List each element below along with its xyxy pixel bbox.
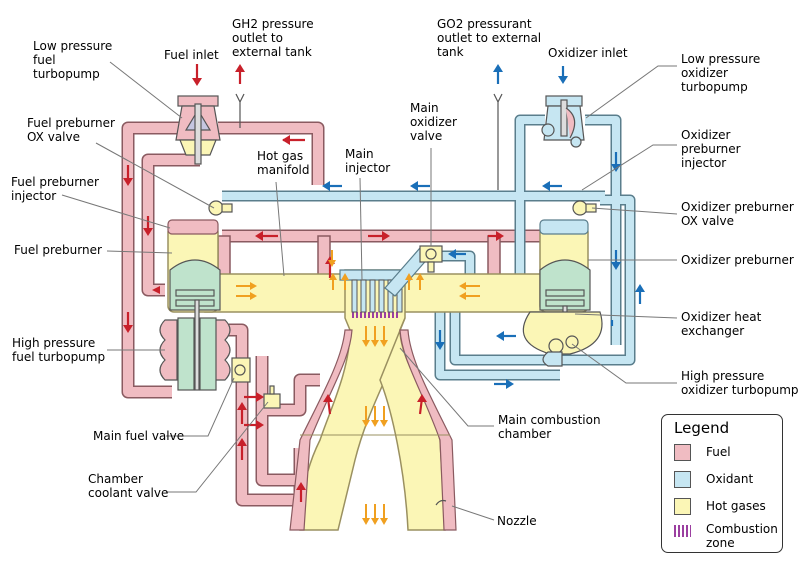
legend-label-hot-gases: Hot gases — [706, 499, 766, 513]
outlet-tubes — [235, 93, 503, 506]
label-nozzle: Nozzle — [497, 514, 537, 528]
lp-oxidizer-turbopump — [541, 95, 585, 148]
legend-swatch-fuel — [674, 444, 691, 461]
label-hp-oxidizer-turbopump: High pressure oxidizer turbopump — [681, 369, 799, 397]
legend-item-fuel: Fuel — [674, 444, 779, 464]
label-chamber-coolant-valve: Chamber coolant valve — [88, 472, 169, 500]
label-main-combustion-chamber: Main combustion chamber — [498, 413, 601, 441]
legend-swatch-oxidant — [674, 471, 691, 488]
label-gh2-outlet: GH2 pressure outlet to external tank — [232, 17, 314, 59]
chamber-coolant-valve — [263, 385, 281, 409]
legend-label-oxidant: Oxidant — [706, 472, 754, 486]
label-lp-fuel-turbopump: Low pressure fuel turbopump — [33, 39, 113, 81]
legend-title: Legend — [674, 419, 730, 437]
hp-oxidizer-turbopump — [522, 259, 603, 367]
label-oxidizer-heat-exchanger: Oxidizer heat exchanger — [681, 310, 762, 338]
label-hot-gas-manifold: Hot gas manifold — [257, 149, 310, 177]
legend-item-combustion: Combustion zone — [674, 521, 779, 550]
label-oxidizer-preburner: Oxidizer preburner — [681, 253, 794, 267]
label-fuel-inlet: Fuel inlet — [164, 48, 219, 62]
label-main-fuel-valve: Main fuel valve — [93, 429, 185, 443]
label-oxidizer-preburner-ox-valve: Oxidizer preburner OX valve — [681, 200, 794, 228]
legend: Legend Fuel Oxidant Hot gases Combustion… — [661, 414, 783, 553]
injector-elements — [351, 279, 403, 313]
legend-swatch-combustion — [674, 525, 691, 537]
label-hp-fuel-turbopump: High pressure fuel turbopump — [12, 336, 106, 364]
flow-arrows-chamber — [362, 326, 388, 525]
flow-arrows-orange — [236, 250, 480, 300]
label-oxidizer-preburner-injector: Oxidizer preburner injector — [681, 128, 741, 170]
label-fuel-preburner-ox-valve: Fuel preburner OX valve — [27, 116, 115, 144]
label-main-injector: Main injector — [345, 147, 391, 175]
main-oxidizer-valve — [419, 245, 443, 273]
legend-item-hot-gases: Hot gases — [674, 498, 779, 518]
main-chamber — [289, 269, 457, 531]
legend-swatch-hot-gases — [674, 498, 691, 515]
legend-label-combustion: Combustion zone — [706, 522, 778, 550]
legend-item-oxidant: Oxidant — [674, 471, 779, 491]
label-lp-oxidizer-turbopump: Low pressure oxidizer turbopump — [681, 52, 761, 94]
fuel-preburner-ox-valve — [208, 200, 233, 216]
hp-fuel-turbopump — [159, 259, 231, 391]
oxidizer-preburner-ox-valve — [572, 200, 597, 216]
label-go2-outlet: GO2 pressurant outlet to external tank — [437, 17, 542, 59]
label-fuel-preburner: Fuel preburner — [14, 243, 102, 257]
lp-fuel-turbopump — [175, 95, 221, 165]
label-fuel-preburner-injector: Fuel preburner injector — [11, 175, 99, 203]
oxidant-lines-fill — [222, 116, 634, 379]
leader-lines — [61, 61, 678, 521]
flow-arrows-red-shafts — [126, 165, 498, 502]
label-main-oxidizer-valve: Main oxidizer valve — [410, 101, 457, 143]
label-oxidizer-inlet: Oxidizer inlet — [548, 46, 628, 60]
main-fuel-valve — [231, 357, 251, 383]
legend-label-fuel: Fuel — [706, 445, 731, 459]
